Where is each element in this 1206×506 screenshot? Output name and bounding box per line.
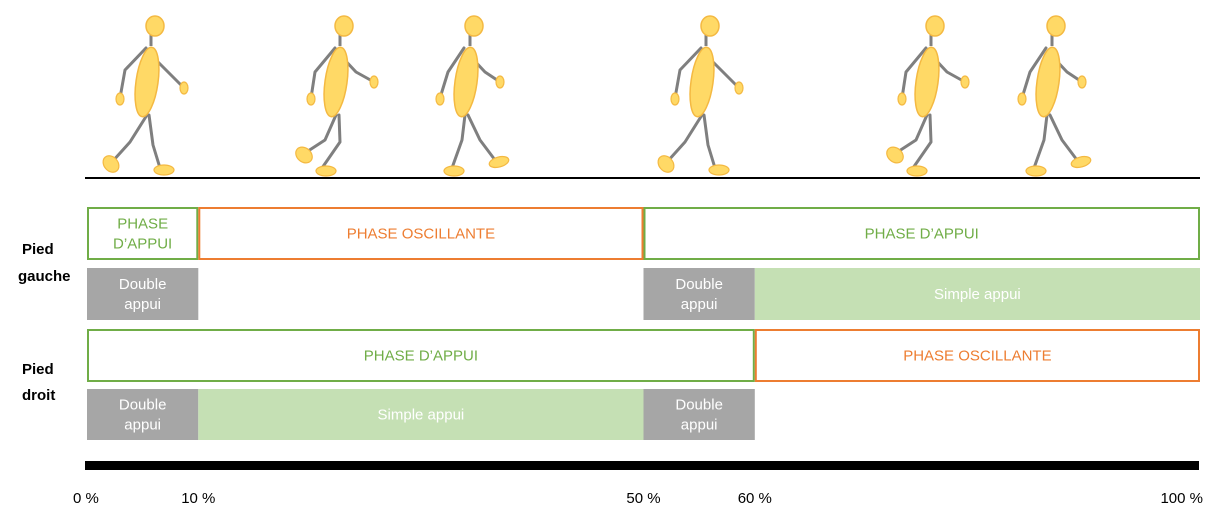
swing-segment-box (198, 207, 644, 260)
double-segment-label: appui (124, 296, 161, 313)
left-foot-label: Pied gauche (18, 241, 71, 285)
double-segment-box (643, 268, 755, 320)
timeline-axis-bar (85, 461, 1199, 470)
double-segment-box (87, 389, 199, 440)
axis-tick-label: 60 % (738, 490, 772, 506)
axis-tick-label: 10 % (181, 490, 215, 506)
walking-figure-heel-strike (102, 15, 189, 176)
right-phases-row: PHASE D’APPUI PHASE OSCILLANTE (87, 329, 1200, 382)
right-support-row: Double appui Simple appui Double appui (87, 389, 755, 440)
double-segment-box (643, 389, 755, 440)
double-segment-label: Double (119, 397, 167, 414)
single-segment-label: Simple appui (934, 286, 1021, 303)
stance-segment-label: PHASE D’APPUI (865, 226, 979, 243)
walking-figures (102, 15, 1092, 177)
double-segment-box (87, 268, 199, 320)
walking-figure-mid-stance (1017, 15, 1092, 177)
left-support-row: Double appui Double appui Simple appui (87, 268, 1200, 320)
stance-segment: PHASE D’APPUI (87, 329, 755, 382)
double-segment-label: appui (681, 296, 718, 313)
swing-segment-label: PHASE OSCILLANTE (903, 348, 1051, 365)
stance-segment-label: D’APPUI (113, 236, 172, 253)
single-segment-box (198, 389, 644, 440)
single-segment: Simple appui (754, 268, 1200, 320)
swing-segment: PHASE OSCILLANTE (198, 207, 644, 260)
axis-ticks: 0 % 10 % 50 % 60 % 100 % (73, 490, 1203, 506)
double-segment-label: Double (675, 276, 723, 293)
walking-figure-heel-strike (657, 15, 744, 176)
walking-figure-mid-stance (435, 15, 510, 177)
stance-segment-box (643, 207, 1200, 260)
double-segment: Double appui (87, 268, 199, 320)
single-segment: Simple appui (198, 389, 644, 440)
single-segment-box (754, 268, 1200, 320)
stance-segment: PHASE D’APPUI (87, 207, 199, 260)
double-segment-label: appui (681, 417, 718, 434)
double-segment-label: appui (124, 417, 161, 434)
double-segment: Double appui (87, 389, 199, 440)
axis-tick-label: 0 % (73, 490, 99, 506)
stance-segment: PHASE D’APPUI (643, 207, 1200, 260)
double-segment: Double appui (643, 389, 755, 440)
right-foot-label-line1: Pied (22, 361, 54, 378)
right-foot-label-line2: droit (22, 387, 55, 404)
swing-segment-box (754, 329, 1200, 382)
left-foot-label-line1: Pied (22, 241, 54, 258)
left-foot-label-line2: gauche (18, 268, 71, 285)
swing-segment: PHASE OSCILLANTE (754, 329, 1200, 382)
walking-figure-toe-off (886, 15, 970, 177)
axis-tick-label: 50 % (626, 490, 660, 506)
double-segment-label: Double (119, 276, 167, 293)
left-phases-row: PHASE D’APPUI PHASE OSCILLANTE PHASE D’APPU… (87, 207, 1200, 260)
swing-segment-label: PHASE OSCILLANTE (347, 226, 495, 243)
single-segment-label: Simple appui (378, 407, 465, 424)
stance-segment-label: PHASE (117, 216, 168, 233)
double-segment-label: Double (675, 397, 723, 414)
walking-figure-toe-off (295, 15, 379, 177)
axis-tick-label: 100 % (1160, 490, 1203, 506)
double-segment: Double appui (643, 268, 755, 320)
stance-segment-box (87, 329, 755, 382)
stance-segment-label: PHASE D’APPUI (364, 348, 478, 365)
right-foot-label: Pied droit (22, 361, 55, 404)
stance-segment-box (87, 207, 199, 260)
